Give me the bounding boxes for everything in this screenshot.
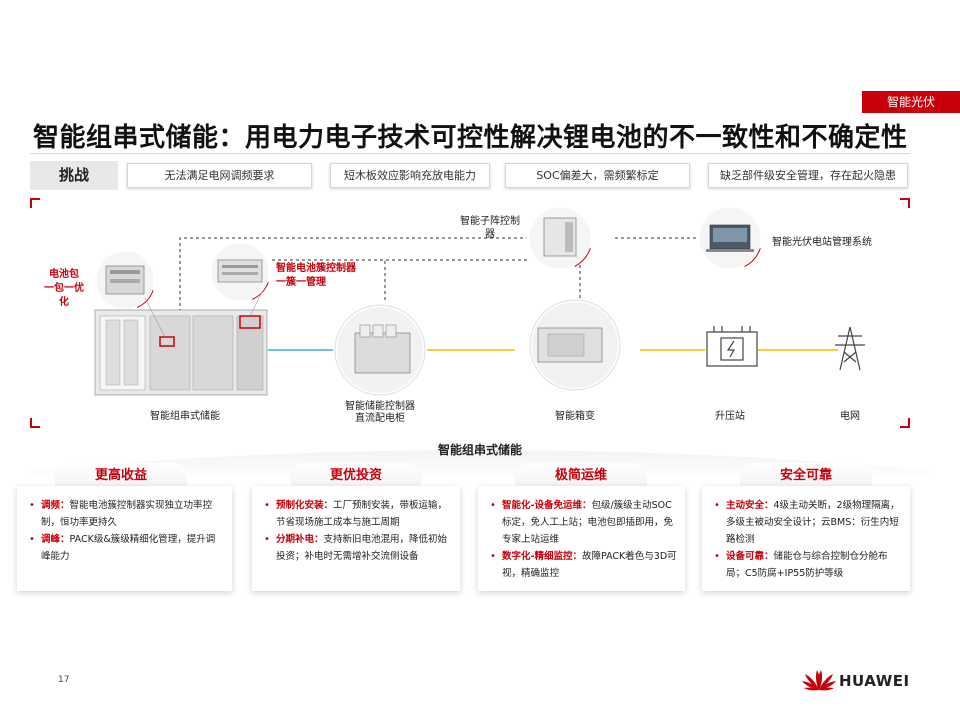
card-title: 更优投资: [290, 463, 422, 489]
frame-corner: [900, 198, 910, 208]
challenge-item: SOC偏差大，需频繁标定: [505, 163, 690, 188]
battery-pack-icon: [93, 248, 157, 312]
challenge-item: 缺乏部件级安全管理，存在起火隐患: [708, 163, 908, 188]
card-title: 安全可靠: [740, 463, 872, 489]
booster-station-icon: [706, 326, 758, 367]
benefit-item: 调峰：PACK级&簇级精细化管理，提升调峰能力: [27, 531, 224, 565]
benefit-item: 调频：智能电池簇控制器实现独立功率控制，恒功率更持久: [27, 497, 224, 531]
challenge-item: 无法满足电网调频要求: [127, 163, 312, 188]
challenge-item: 短木板效应影响充放电能力: [330, 163, 490, 188]
station-management-label: 智能光伏电站管理系统: [772, 237, 872, 248]
benefit-item: 设备可靠：储能仓与综合控制仓分舱布局；C5防腐+IP55防护等级: [712, 548, 902, 582]
card-title: 更高收益: [55, 463, 187, 489]
system-diagram: [30, 198, 910, 428]
array-controller-icon: [526, 204, 594, 272]
transformer-label: 智能箱变: [555, 411, 595, 422]
booster-station-label: 升压站: [715, 411, 745, 422]
benefit-item: 主动安全：4级主动关断，2级物理隔离，多级主被动安全设计；云BMS：衍生内短路检…: [712, 497, 902, 548]
battery-container-icon: [94, 309, 268, 396]
benefit-item: 预制化安装：工厂预制安装，带板运输，节省现场施工成本与施工周期: [262, 497, 452, 531]
frame-corner: [30, 198, 40, 208]
cluster-controller-icon: [208, 240, 272, 304]
storage-controller-icon: [333, 303, 427, 397]
grid-label: 电网: [840, 411, 860, 422]
category-tag: 智能光伏: [862, 91, 960, 113]
array-controller-label: 智能子阵控制 器: [460, 216, 520, 240]
benefit-card: 调频：智能电池簇控制器实现独立功率控制，恒功率更持久 调峰：PACK级&簇级精细…: [17, 486, 232, 591]
card-title: 极简运维: [515, 463, 647, 489]
benefit-card: 智能化-设备免运维：包级/簇级主动SOC标定，免人工上站；电池包即插即用，免专家…: [478, 486, 685, 591]
frame-corner: [30, 418, 40, 428]
benefit-item: 数字化-精细监控：故障PACK着色与3D可视，精确监控: [488, 548, 677, 582]
smart-transformer-icon: [528, 298, 622, 392]
benefit-card: 预制化安装：工厂预制安装，带板运输，节省现场施工成本与施工周期 分期补电：支持新…: [252, 486, 460, 591]
cluster-controller-label: 智能电池簇控制器 一簇一管理: [276, 263, 356, 288]
page-number: 17: [58, 675, 70, 685]
huawei-logo-icon: [802, 670, 836, 691]
challenges-label: 挑战: [30, 161, 118, 190]
station-management-icon: [696, 204, 764, 272]
benefit-item: 智能化-设备免运维：包级/簇级主动SOC标定，免人工上站；电池包即插即用，免专家…: [488, 497, 677, 548]
string-storage-label: 智能组串式储能: [150, 411, 220, 422]
storage-controller-label: 智能储能控制器 直流配电柜: [345, 401, 415, 424]
grid-tower-icon: [835, 326, 865, 371]
frame-corner: [900, 418, 910, 428]
page-title: 智能组串式储能：用电力电子技术可控性解决锂电池的不一致性和不确定性: [33, 123, 908, 153]
benefit-item: 分期补电：支持新旧电池混用，降低初始投资；补电时无需增补交流侧设备: [262, 531, 452, 565]
battery-pack-label: 电池包 一包一优 化: [44, 269, 84, 308]
benefit-card: 主动安全：4级主动关断，2级物理隔离，多级主被动安全设计；云BMS：衍生内短路检…: [702, 486, 910, 591]
title-divider: [30, 153, 910, 154]
brand-name: HUAWEI: [839, 672, 910, 690]
benefits-title: 智能组串式储能: [437, 443, 522, 457]
